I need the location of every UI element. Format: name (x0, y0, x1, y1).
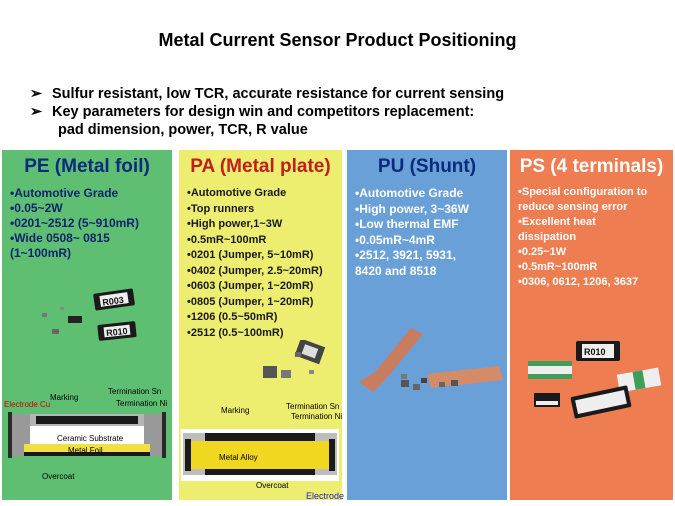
feature-item: •Low thermal EMF (355, 217, 459, 231)
feature-item: •0603 (Jumper, 1~20mR) (187, 280, 314, 292)
diagram-label: Electrode Cu (4, 400, 51, 409)
chip-mark: R010 (584, 347, 606, 357)
diagram-label: Termination Ni (116, 399, 168, 408)
diagram-label: Overcoat (42, 472, 75, 481)
feature-item: •Excellent heat (518, 216, 596, 228)
diagram-label: Marking (221, 406, 250, 415)
feature-item: dissipation (518, 231, 577, 243)
page-title: Metal Current Sensor Product Positioning (158, 30, 517, 50)
pe-chip-photo: R003 R010 (42, 288, 137, 341)
arrow-bullet-icon: ➢ (30, 104, 43, 120)
column-pa: PA (Metal plate) •Automotive Grade •Top … (179, 150, 342, 500)
feature-item: •0.05~2W (10, 201, 63, 215)
feature-item: •Special configuration to (518, 186, 648, 198)
diagram-label: Electrode Cu (306, 491, 359, 501)
pa-cross-section (181, 429, 339, 481)
bullet-item: ➢Key parameters for design win and compe… (30, 104, 475, 120)
diagram-label: Marking (50, 393, 79, 402)
feature-item: •Automotive Grade (355, 186, 464, 200)
bullet-list: ➢Sulfur resistant, low TCR, accurate res… (30, 85, 504, 139)
feature-item: •2512 (0.5~100mR) (187, 326, 284, 339)
feature-item: •0.05mR~4mR (355, 232, 435, 247)
feature-item: •Automotive Grade (187, 187, 287, 199)
feature-item: •High power, 3~36W (355, 201, 469, 216)
diagram-label: Metal Foil (68, 446, 103, 455)
column-title: PU (Shunt) (377, 156, 477, 177)
bullet-continuation: pad dimension, power, TCR, R value (58, 122, 308, 138)
column-title: PS (4 terminals) (519, 156, 664, 177)
feature-item: •0.5mR~100mR (518, 261, 598, 273)
diagram-label: Termination Sn (108, 387, 162, 396)
feature-item: reduce sensing error (518, 201, 628, 213)
column-ps: PS (4 terminals) •Special configuration … (510, 150, 673, 500)
column-title: PA (Metal plate) (190, 156, 331, 177)
pa-chip-photo (263, 340, 326, 378)
feature-item: 8420 and 8518 (355, 263, 437, 278)
feature-item: •0.5mR~100mR (187, 233, 267, 246)
chip-mark: R010 (106, 326, 128, 338)
feature-list: •Automotive Grade •High power, 3~36W •Lo… (355, 186, 503, 279)
feature-item: •0201~2512 (5~910mR) (10, 216, 139, 230)
feature-item: •0201 (Jumper, 5~10mR) (187, 249, 314, 261)
feature-list: •Automotive Grade •Top runners •High pow… (187, 186, 338, 341)
feature-item: •0402 (Jumper, 2.5~20mR) (187, 264, 323, 277)
diagram-label: Ceramic Substrate (57, 434, 124, 443)
feature-item: •Automotive Grade (10, 186, 119, 200)
feature-item: •High power,1~3W (187, 218, 283, 230)
feature-item: •0805 (Jumper, 1~20mR) (187, 295, 314, 308)
feature-list: •Automotive Grade •0.05~2W •0201~2512 (5… (10, 186, 168, 261)
column-title: PE (Metal foil) (24, 156, 150, 177)
feature-item: •0.25~1W (518, 246, 567, 258)
feature-item: •Top runners (187, 202, 255, 215)
feature-item: •1206 (0.5~50mR) (187, 311, 278, 323)
column-pu: PU (Shunt) •Automotive Grade •High power… (347, 150, 507, 500)
bullet-item: ➢Sulfur resistant, low TCR, accurate res… (30, 86, 505, 102)
diagram-label: Metal Alloy (219, 453, 258, 462)
diagram-label: Termination Sn (286, 402, 340, 411)
feature-item: •0306, 0612, 1206, 3637 (518, 276, 639, 288)
feature-list: •Special configuration to reduce sensing… (518, 186, 669, 291)
ps-chip-photo: R010 (528, 341, 662, 419)
column-pe: PE (Metal foil) •Automotive Grade •0.05~… (2, 150, 172, 500)
feature-item: (1~100mR) (10, 246, 72, 260)
diagram-label: Overcoat (256, 481, 289, 490)
diagram-label: Termination Ni (291, 412, 342, 421)
feature-item: •2512, 3921, 5931, (355, 248, 456, 262)
pe-cross-section (8, 412, 166, 458)
chip-mark: R003 (102, 295, 125, 308)
pu-shunt-photo (359, 328, 503, 392)
arrow-bullet-icon: ➢ (30, 86, 43, 102)
feature-item: •Wide 0508~ 0815 (10, 231, 110, 245)
